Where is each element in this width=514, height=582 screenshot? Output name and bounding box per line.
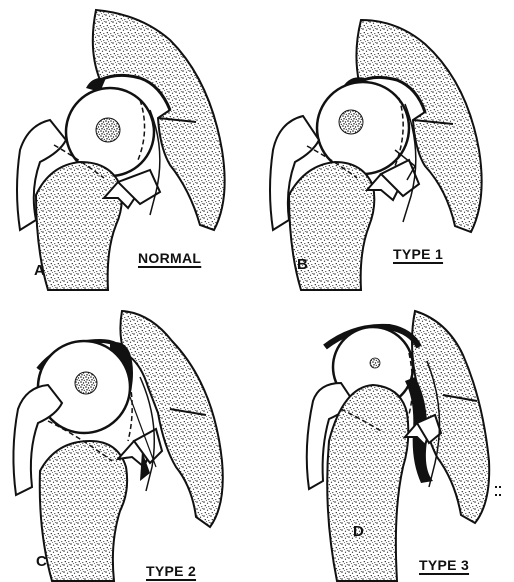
femoral-shaft [36, 162, 122, 290]
panel-title-type-3: TYPE 3 [419, 557, 469, 573]
hip-joint-illustration-normal [0, 0, 257, 291]
panel-label-a: A [34, 262, 45, 279]
panel-label-c: C [36, 553, 47, 570]
panel-normal: A NORMAL [0, 0, 257, 291]
hip-joint-illustration-type-2 [0, 291, 257, 582]
panel-title-normal: NORMAL [138, 250, 201, 266]
edge-dots [495, 487, 501, 495]
fovea [75, 372, 97, 394]
fovea [370, 358, 380, 368]
fovea [96, 118, 120, 142]
femoral-shaft [327, 385, 408, 581]
panel-title-type-2: TYPE 2 [146, 563, 196, 579]
hip-joint-illustration-type-1 [257, 0, 514, 291]
panel-title-type-1: TYPE 1 [393, 246, 443, 262]
pelvic-bone [120, 311, 222, 527]
panel-label-d: D [353, 523, 364, 540]
fovea [339, 110, 363, 134]
femoral-shaft [40, 441, 127, 581]
panel-type-3: D TYPE 3 [257, 291, 514, 582]
hip-joint-illustration-type-3 [257, 291, 514, 582]
panel-label-b: B [297, 256, 308, 273]
panel-type-1: B TYPE 1 [257, 0, 514, 291]
panel-type-2: C TYPE 2 [0, 291, 257, 582]
